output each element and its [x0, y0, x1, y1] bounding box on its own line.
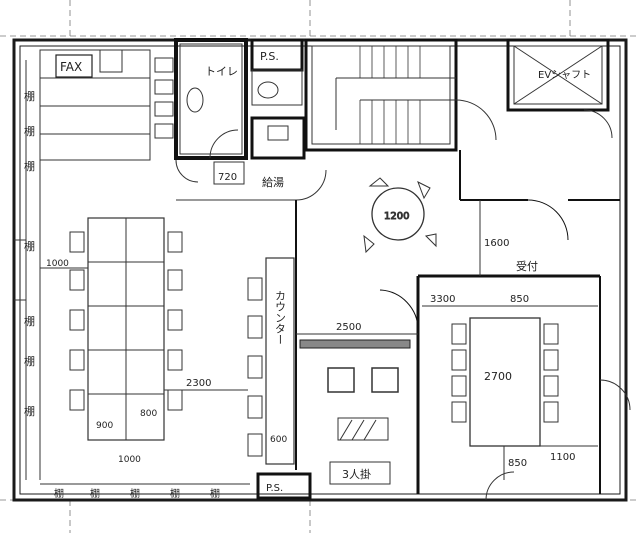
- fax-label: FAX: [60, 60, 82, 74]
- dim-1000: 1000: [46, 259, 69, 269]
- reception-label: 受付: [516, 260, 538, 273]
- shelf-label: 棚: [24, 89, 35, 103]
- ps-top-label: P.S.: [260, 50, 279, 63]
- ev-shaft: EVシャフト: [506, 38, 613, 139]
- ev-shaft-label: EVシャフト: [538, 70, 591, 81]
- kitchen: 720 給湯: [175, 116, 327, 201]
- stairwell: [304, 38, 497, 152]
- shelf-label: 棚: [24, 124, 35, 138]
- meeting-room: 3300 850 2700 850 1100: [422, 294, 631, 480]
- left-shelves: 棚 棚 棚 棚 棚 棚 棚: [24, 89, 35, 418]
- bottom-shelf-label: 棚: [210, 487, 220, 500]
- kitchen-label: 給湯: [262, 175, 284, 189]
- large-table-chairs: [69, 231, 183, 411]
- dim-850b: 850: [508, 458, 527, 469]
- bottom-shelf-label: 棚: [170, 487, 180, 500]
- dim-1000b: 1000: [118, 455, 141, 465]
- dim-1600: 1600: [484, 238, 509, 249]
- counter: カウンター 600: [265, 257, 295, 465]
- round-table: 1200: [363, 177, 437, 254]
- bottom-shelf-label: 棚: [54, 487, 64, 500]
- bottom-shelf-label: 棚: [90, 487, 100, 500]
- sofa-label: 3人掛: [342, 467, 371, 481]
- partition-walls: [295, 150, 620, 494]
- dim-900: 900: [96, 421, 113, 431]
- bottom-shelf-label: 棚: [130, 487, 140, 500]
- upper-desks: [39, 49, 174, 161]
- counter-label: カウンター: [274, 290, 287, 345]
- dim-720: 720: [218, 172, 237, 183]
- dim-1200: 1200: [384, 211, 409, 222]
- dim-600: 600: [270, 435, 287, 445]
- dim-1000-left: 1000 1000 900 800: [40, 259, 157, 465]
- dim-2300-marker: 2300: [164, 378, 248, 391]
- ps-top: P.S.: [250, 38, 304, 106]
- shelf-label: 棚: [24, 239, 35, 253]
- counter-chairs: [247, 277, 263, 457]
- dim-2700: 2700: [484, 370, 512, 383]
- toilet-label: トイレ: [205, 65, 238, 78]
- shelf-label: 棚: [24, 354, 35, 368]
- toilet-room: トイレ: [174, 38, 248, 160]
- shelf-label: 棚: [24, 314, 35, 328]
- dim-800: 800: [140, 409, 157, 419]
- fax-area: FAX: [55, 49, 123, 78]
- shelf-label: 棚: [24, 404, 35, 418]
- dim-2300: 2300: [186, 378, 211, 389]
- dim-850a: 850: [510, 294, 529, 305]
- large-table: [87, 217, 165, 441]
- dim-2500: 2500: [336, 322, 361, 333]
- dim-1100: 1100: [550, 452, 575, 463]
- ps-bottom-label: P.S.: [266, 483, 283, 494]
- bottom-strip: 棚 棚 棚 棚 棚 P.S.: [40, 471, 515, 501]
- shelf-label: 棚: [24, 159, 35, 173]
- dim-3300: 3300: [430, 294, 455, 305]
- dim-1600-marker: 1600: [479, 200, 509, 276]
- lounge: 2500 3人掛: [296, 322, 418, 485]
